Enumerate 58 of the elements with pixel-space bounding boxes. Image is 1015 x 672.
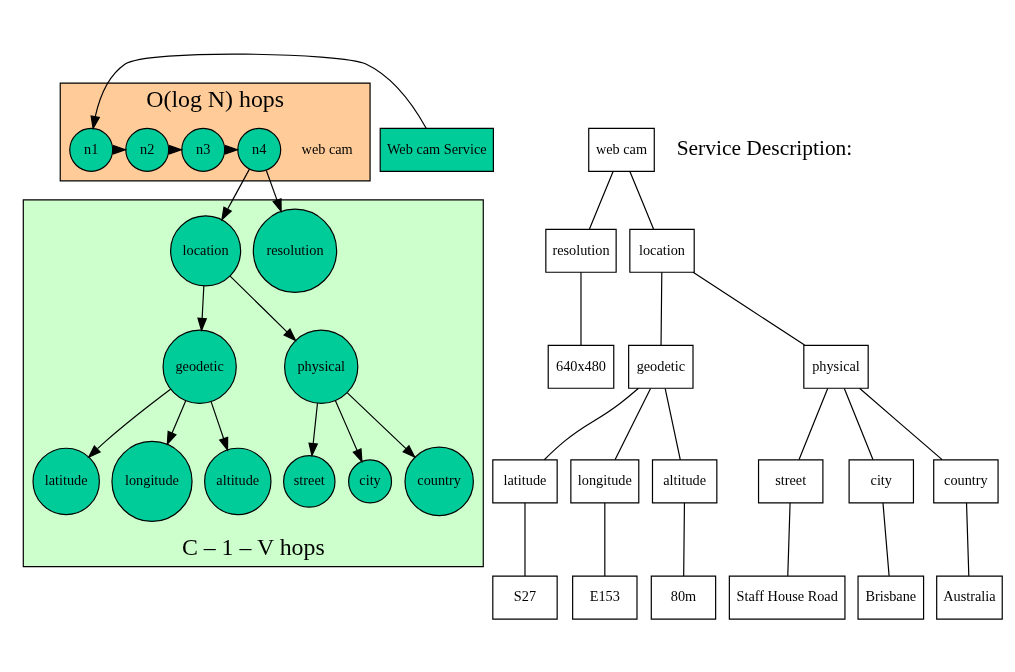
node-label: web cam [301,140,353,157]
node-box: 80m [650,575,716,620]
connector [659,271,662,346]
node-circle: city [347,458,392,503]
arrow [265,169,282,213]
arrow [210,400,228,452]
node-circle: altitude [203,447,272,515]
arrow [334,399,363,463]
arrow [86,388,171,458]
node-box: street [757,458,823,503]
arrow [89,53,427,130]
node-box: physical [802,344,869,389]
connector [523,501,526,576]
node-box: S27 [491,575,558,620]
node-box: resolution [544,228,617,273]
arrow [220,168,250,221]
node-circle: street [282,454,336,508]
node-circle: longitude [110,440,193,522]
node-box: longitude [569,458,639,503]
node-box: location [628,228,695,273]
connector [843,387,874,460]
node-box: Staff House Road [728,575,846,620]
node-circle: location [169,214,241,286]
node-circle: geodetic [161,329,237,404]
node-box: Web cam Service [379,127,494,172]
node-box: altitude [651,458,717,503]
connector [858,387,943,460]
node-box: geodetic [627,344,694,389]
node-box: country [932,458,999,503]
connector [664,387,681,460]
node-box: Brisbane [856,575,924,620]
label: Service Description: [676,135,852,160]
connector [603,501,605,576]
connector [682,501,685,576]
node-circle: n4 [236,127,281,172]
node-box: web cam [587,127,655,172]
node-box: 640x480 [547,344,614,389]
connector [588,170,614,230]
connector [543,387,639,460]
connector [965,501,969,576]
connector [613,387,651,460]
node-box: E153 [571,575,638,620]
node-box: latitude [491,458,558,503]
arrow [166,399,186,446]
arrow [346,391,416,458]
arrow [307,402,318,457]
node-box: city [848,458,914,503]
arrow [196,285,207,332]
connector [628,170,654,230]
node-circle: resolution [252,208,337,293]
arrow [229,275,297,342]
connector [881,501,890,576]
connector [797,387,828,460]
node-box: Australia [935,575,1003,620]
connector [579,271,582,346]
node-circle: latitude [31,447,100,515]
connector [692,271,805,346]
connector [786,501,791,576]
